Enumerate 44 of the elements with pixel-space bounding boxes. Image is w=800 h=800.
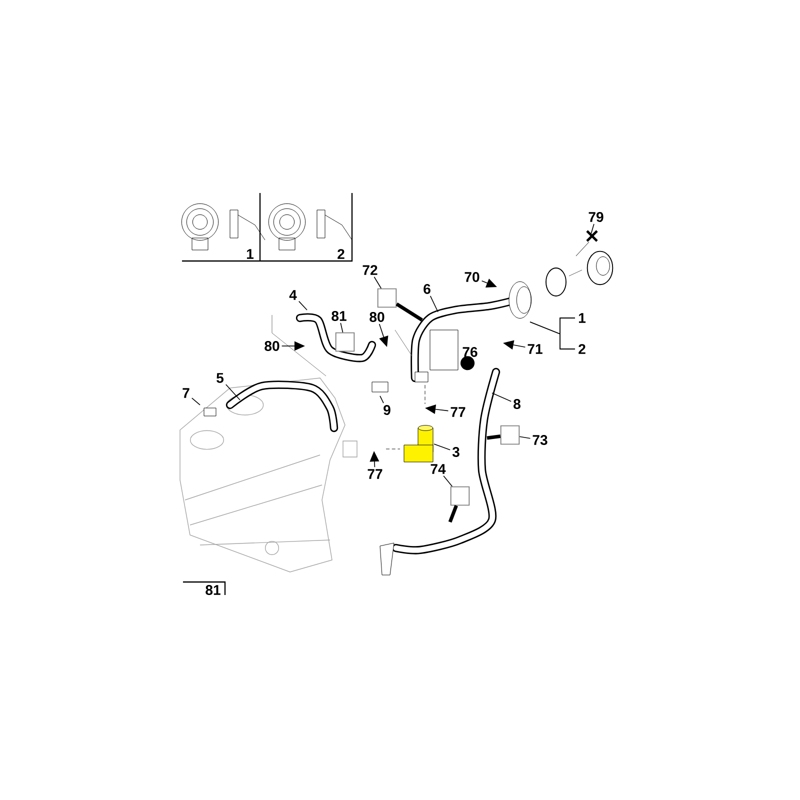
callout-number: 5 (216, 373, 224, 383)
callout-number: 2 (338, 249, 344, 259)
callout-number: 74 (430, 464, 446, 474)
callout-number: 1 (246, 249, 254, 259)
callout-number: 4 (289, 290, 297, 300)
leader-line (380, 396, 384, 404)
callout-number: 77 (368, 469, 382, 479)
leader-line (443, 475, 453, 487)
callout-number: 9 (384, 405, 390, 415)
leader-line (448, 505, 458, 523)
callout-number: 80 (370, 312, 384, 322)
callout-number: 79 (588, 212, 604, 222)
callout-number: 76 (462, 347, 478, 357)
callout-number: 8 (514, 399, 520, 409)
pointer-arrow (460, 356, 475, 370)
square-symbol (500, 425, 520, 445)
square-symbol (450, 486, 470, 506)
callout-number: 80 (264, 341, 280, 351)
leader-line (298, 300, 308, 310)
leader-line (340, 322, 344, 333)
callout-number: 3 (452, 447, 460, 457)
leader-line (486, 434, 501, 440)
leader-line (430, 296, 438, 312)
square-symbol (377, 288, 397, 308)
leader-line (396, 302, 423, 322)
leader-line (192, 398, 200, 406)
callout-number: 7 (182, 388, 190, 398)
callout-number: 77 (450, 407, 466, 417)
square-symbol (335, 332, 355, 352)
callout-number: 6 (424, 284, 430, 294)
leader-line (226, 384, 240, 400)
leader-line (434, 444, 451, 450)
callout-number: 81 (206, 585, 220, 595)
callout-number: 81 (332, 311, 346, 321)
callout-number: 71 (528, 344, 542, 354)
callout-number: 70 (464, 272, 480, 282)
callout-number: 72 (362, 265, 378, 275)
callout-number: 2 (578, 344, 586, 354)
leader-line (374, 276, 382, 289)
leader-line (519, 436, 531, 439)
leader-line (492, 392, 512, 402)
callout-number: 73 (532, 435, 548, 445)
leader-line (590, 224, 594, 234)
callout-number: 1 (578, 313, 586, 323)
